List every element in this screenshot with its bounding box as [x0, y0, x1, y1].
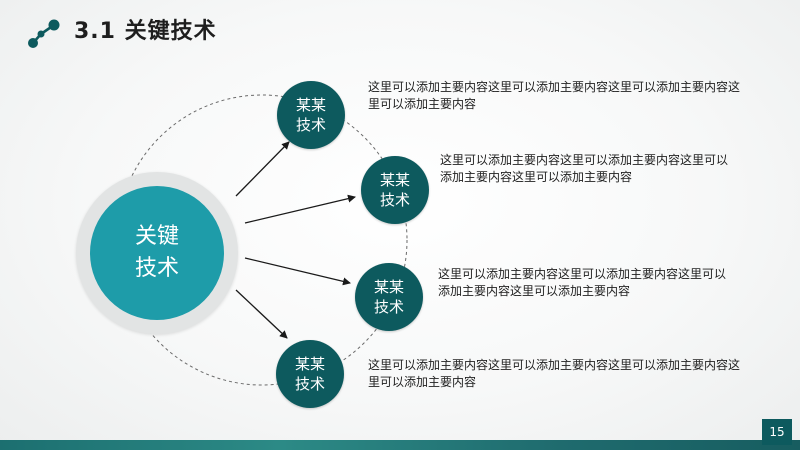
- tech-node-2: 某某技术: [361, 156, 429, 224]
- tech-description-4: 这里可以添加主要内容这里可以添加主要内容这里可以添加主要内容这里可以添加主要内容: [368, 358, 741, 389]
- tech-description-3: 这里可以添加主要内容这里可以添加主要内容这里可以添加主要内容这里可以添加主要内容: [438, 267, 727, 298]
- center-ring: 关键技术: [76, 172, 238, 334]
- dashed-orbit: [116, 94, 408, 386]
- tech-node-label: 某某技术: [373, 278, 404, 316]
- arrow-2: [244, 194, 356, 224]
- arrow-4: [235, 289, 288, 339]
- tech-node-label: 某某技术: [379, 171, 410, 209]
- share-network-icon: [28, 19, 60, 48]
- tech-node-label: 某某技术: [294, 355, 325, 393]
- arrow-3: [244, 257, 351, 286]
- footer-bar: [0, 440, 800, 450]
- tech-node-1: 某某技术: [277, 81, 345, 149]
- center-node-label: 关键技术: [134, 224, 179, 281]
- arrow-1: [235, 141, 290, 197]
- tech-node-label: 某某技术: [295, 96, 326, 134]
- tech-description-1: 这里可以添加主要内容这里可以添加主要内容这里可以添加主要内容这里可以添加主要内容: [368, 80, 741, 111]
- tech-node-4: 某某技术: [276, 340, 344, 408]
- tech-description-2: 这里可以添加主要内容这里可以添加主要内容这里可以添加主要内容这里可以添加主要内容: [440, 153, 729, 184]
- page-number: 15: [762, 419, 792, 445]
- center-node: 关键技术: [90, 186, 224, 320]
- page-title: 3.1 关键技术: [74, 19, 217, 44]
- tech-node-3: 某某技术: [355, 263, 423, 331]
